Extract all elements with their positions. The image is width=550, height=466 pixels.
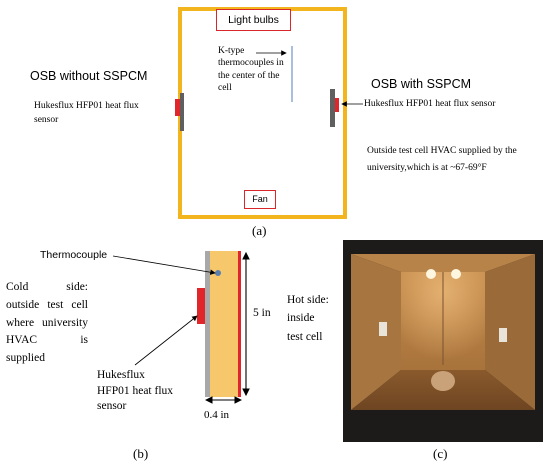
light-bulbs-label: Light bulbs — [216, 9, 291, 31]
caption-a: (a) — [252, 223, 267, 238]
thermocouple-label: Thermocouple — [40, 249, 108, 261]
osb-plate-left — [180, 93, 184, 131]
sensor-b-label: Hukesflux HFP01 heat flux sensor — [97, 369, 174, 413]
panel-b: Thermocouple Cold side: outside test cel… — [0, 236, 340, 466]
sensor-right-label: Hukesflux HFP01 heat flux sensor — [364, 99, 496, 109]
ceiling — [351, 254, 535, 272]
sensor-b-arrow — [134, 315, 198, 366]
osb-plate-right — [330, 89, 335, 127]
thermocouples-label: K-type thermocouples in the center of th… — [218, 46, 284, 94]
outside-hvac-note: Outside test cell HVAC supplied by the u… — [367, 146, 517, 173]
light-bulb-1 — [426, 269, 436, 279]
osb-without-label: OSB without SSPCM — [30, 69, 148, 83]
heat-flux-sensor-b — [197, 288, 205, 324]
heat-flux-sensor-left — [175, 99, 180, 116]
caption-c: (c) — [433, 446, 448, 461]
sample-cross-section — [210, 251, 238, 397]
gray-layer — [205, 251, 210, 397]
left-wall — [351, 254, 401, 410]
fan-label: Fan — [244, 190, 276, 209]
thickness-dimension-label: 0.4 in — [204, 409, 230, 421]
cold-side-label: Cold side: outside test cell where unive… — [6, 281, 88, 365]
thermocouple-b-arrow — [112, 255, 216, 275]
test-cell-photo — [343, 240, 543, 442]
caption-b: (b) — [133, 446, 149, 461]
osb-with-label: OSB with SSPCM — [371, 77, 472, 91]
test-cell-photo-drawing — [343, 240, 543, 442]
right-wall — [485, 254, 535, 410]
light-bulb-2 — [451, 269, 461, 279]
sensor-plate-left — [379, 322, 387, 336]
heat-flux-sensor-right — [335, 98, 339, 112]
thermocouple-dot — [215, 270, 221, 276]
panel-a: Light bulbs K-type thermocouples in the … — [30, 7, 517, 238]
fan-object — [431, 371, 455, 391]
hot-side-label: Hot side: inside test cell — [287, 294, 329, 343]
thermocouple-wire — [291, 46, 293, 102]
hot-side-layer — [238, 251, 241, 397]
sensor-plate-right — [499, 328, 507, 342]
sensor-left-label: Hukesflux HFP01 heat flux sensor — [34, 101, 139, 125]
height-dimension-label: 5 in — [253, 307, 271, 319]
